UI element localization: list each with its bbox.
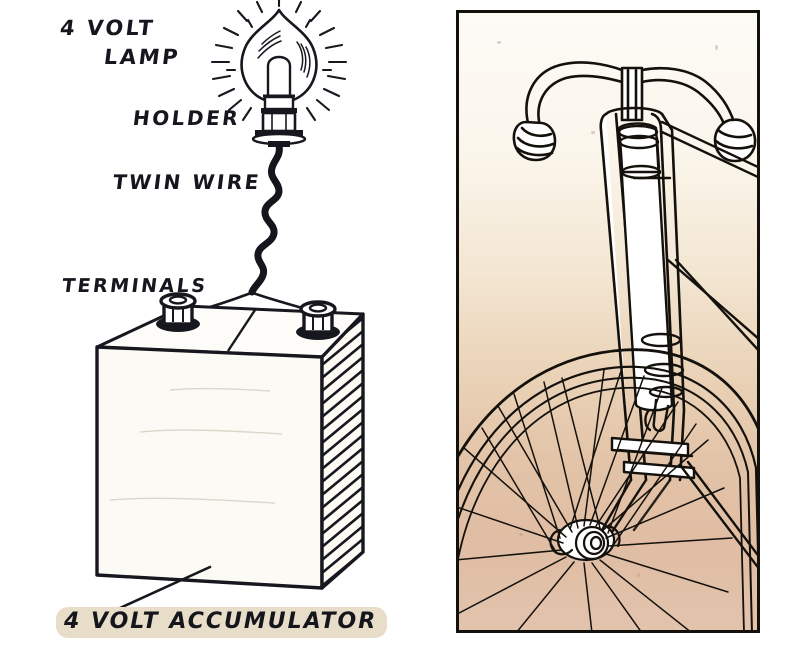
- terminal-post-right: [296, 300, 340, 340]
- wheel-hub: [549, 518, 621, 562]
- handlebar-grip-left: [512, 120, 557, 162]
- twin-wire: [248, 142, 283, 296]
- light-rays-icon: [210, 0, 348, 122]
- paper-speck: [591, 131, 595, 134]
- accumulator-front-face: [95, 345, 324, 590]
- front-wheel: [459, 348, 757, 630]
- terminal-post-left: [156, 292, 200, 332]
- label-lamp-line-2: LAMP: [102, 45, 182, 69]
- paper-speck: [637, 573, 640, 577]
- label-twin-wire: TWIN WIRE: [111, 170, 263, 194]
- pump-clips: [610, 436, 696, 480]
- lamp-holder: [251, 95, 307, 147]
- bicycle-pump: [617, 122, 685, 433]
- paper-speck: [715, 45, 718, 50]
- bicycle-frame: [660, 120, 757, 569]
- caption-leader-line: [118, 565, 212, 610]
- label-holder: HOLDER: [131, 106, 242, 130]
- bulb-highlights: [257, 30, 311, 78]
- bicycle-panel: [456, 10, 760, 633]
- paper-speck: [497, 41, 501, 44]
- fork-ends: [600, 478, 672, 534]
- label-terminals: TERMINALS: [60, 275, 209, 297]
- bicycle-drawing: [459, 61, 757, 630]
- handlebar: [525, 61, 736, 128]
- filament: [266, 55, 292, 96]
- handlebar-grip-right: [713, 118, 757, 163]
- label-lamp-line-1: 4 VOLT: [58, 16, 157, 40]
- wheel-spokes: [459, 367, 733, 630]
- paper-aging-marks: [109, 387, 283, 504]
- handlebar-stem: [620, 66, 644, 122]
- accumulator-top-divider: [226, 309, 257, 352]
- paper-speck: [519, 533, 523, 536]
- caption-accumulator: 4 VOLT ACCUMULATOR: [56, 607, 388, 639]
